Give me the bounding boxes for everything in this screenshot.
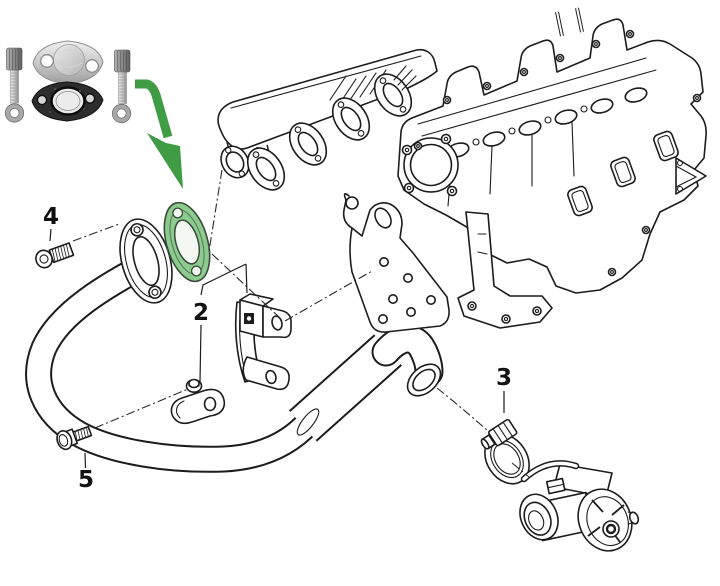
callout-5-label: 5 bbox=[78, 467, 94, 493]
callout-2-label: 2 bbox=[193, 300, 209, 326]
callout-2-leader-upper bbox=[200, 263, 248, 296]
centerline-clamp-to-valve bbox=[511, 462, 530, 478]
valve-inlet-flange bbox=[519, 493, 559, 541]
centerline-bolt4-to-flange bbox=[72, 223, 120, 242]
head-throttle-bore bbox=[401, 133, 459, 197]
resonator-weld-line bbox=[296, 408, 320, 436]
cylinder-head-drawing bbox=[397, 7, 707, 329]
callout-4-label: 4 bbox=[43, 204, 59, 230]
callout-5-leader bbox=[84, 452, 87, 469]
pipe-support-bracket bbox=[234, 293, 292, 391]
centerline-pipe-to-clamp bbox=[436, 387, 489, 432]
manifold-end-port bbox=[220, 145, 250, 179]
egr-gasket-highlighted bbox=[163, 201, 211, 283]
kit-bolt-right-photo bbox=[111, 49, 132, 124]
kit-washer-left-photo bbox=[5, 103, 24, 123]
clamp-screw-housing bbox=[480, 418, 518, 450]
pipe-foot-bracket bbox=[170, 388, 226, 425]
bolt-5-drawing bbox=[56, 425, 93, 451]
head-intake-ports bbox=[567, 130, 707, 217]
hose-clamp-drawing bbox=[480, 418, 530, 485]
valve-connector bbox=[545, 477, 566, 495]
bracket-bolt bbox=[185, 378, 203, 393]
callout-3-label: 3 bbox=[496, 365, 512, 391]
pipe-outlet-flare bbox=[406, 363, 442, 397]
head-mount-foot bbox=[457, 211, 553, 329]
exhaust-manifold-drawing bbox=[217, 48, 438, 191]
bolt-4-drawing bbox=[35, 242, 75, 269]
kit-bolt-left-photo bbox=[4, 47, 25, 123]
kit-gasket-photo bbox=[31, 81, 104, 122]
mounting-bracket-drawing bbox=[342, 192, 450, 333]
manifold-hatching bbox=[329, 69, 387, 104]
highlight-arrow-icon bbox=[135, 79, 183, 189]
callout-4-leader bbox=[49, 228, 52, 242]
pipe-flange-drawing bbox=[119, 218, 173, 304]
egr-valve-drawing bbox=[519, 460, 640, 552]
valve-diaphragm-housing bbox=[577, 488, 640, 552]
kit-washer-right-photo bbox=[112, 104, 131, 123]
manifold-port-flanges bbox=[246, 65, 417, 191]
centerline-manifold-to-gasket bbox=[208, 169, 223, 252]
callout-group: 4 2 5 3 bbox=[43, 204, 512, 493]
head-bolt-rosettes bbox=[413, 29, 702, 277]
kit-blanking-plate-photo bbox=[32, 40, 104, 85]
callout-2-leader-lower bbox=[199, 324, 202, 383]
egr-delete-kit-photo bbox=[4, 40, 132, 124]
